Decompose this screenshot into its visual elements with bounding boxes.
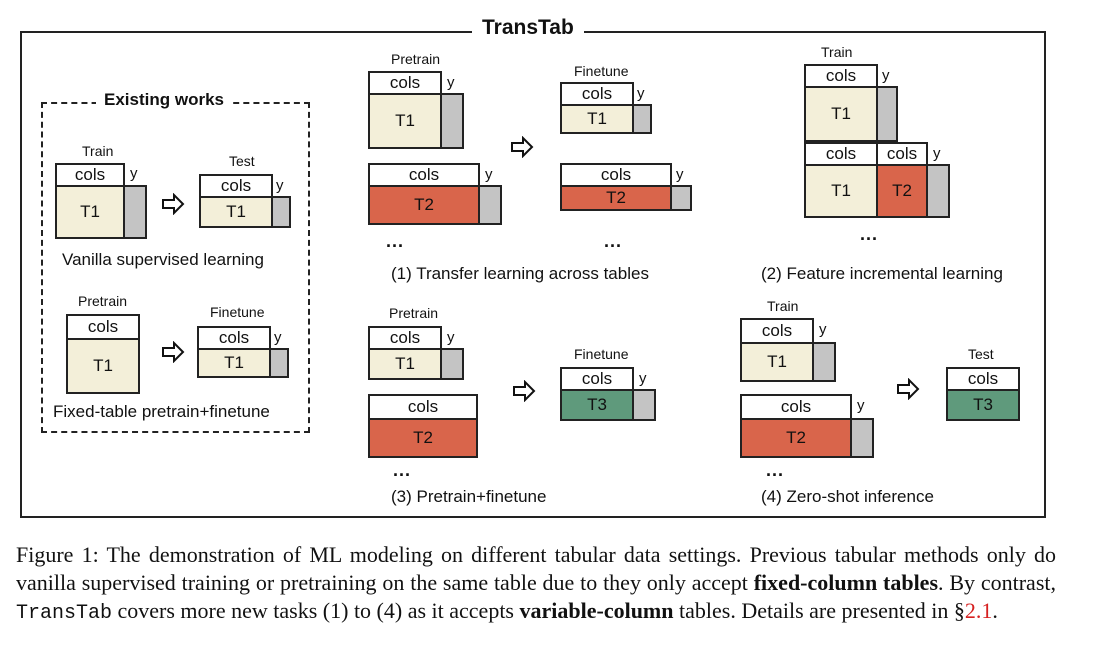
fixed-finetune-y: y (274, 329, 282, 346)
task1-pretrain-y: y (447, 74, 455, 91)
caption-mid1: . By contrast, (938, 570, 1056, 595)
task4-train-cols: cols (740, 318, 814, 344)
fixed-finetune-y-column (269, 348, 289, 378)
caption-bold-variable-column: variable-column (519, 598, 674, 623)
task1-pretrain-y-column (440, 93, 464, 149)
caption-mid2: covers more new tasks (1) to (4) as it a… (112, 598, 520, 623)
task2-train-label: Train (821, 44, 853, 60)
task2-inc-t2: T2 (876, 164, 928, 218)
task3-pretrain-y: y (447, 329, 455, 346)
fixed-finetune-t1: T1 (197, 348, 271, 378)
task1-pretrain2-cols: cols (368, 163, 480, 187)
task1-pretrain2-y-column (478, 185, 502, 225)
task1-pretrain-t1: T1 (368, 93, 442, 149)
task1-finetune-t1: T1 (560, 104, 634, 134)
task1-finetune-label: Finetune (574, 63, 629, 79)
task1-finetune2-y: y (676, 166, 684, 183)
task1-finetune2-y-column (670, 185, 692, 211)
task2-train-y: y (882, 67, 890, 84)
task3-finetune-label: Finetune (574, 346, 629, 362)
task3-pretrain2-cols: cols (368, 394, 478, 420)
vanilla-test-cols: cols (199, 174, 273, 198)
task1-finetune2-cols: cols (560, 163, 672, 187)
task1-finetune-y: y (637, 85, 645, 102)
task3-finetune-cols: cols (560, 367, 634, 391)
vanilla-train-y: y (130, 165, 138, 182)
section-ref-link[interactable]: 2.1 (964, 598, 993, 623)
task4-train2-cols: cols (740, 394, 852, 420)
task4-train2-y: y (857, 397, 865, 414)
fixed-finetune-cols: cols (197, 326, 271, 350)
task4-train-t1: T1 (740, 342, 814, 382)
task2-train-y-column (876, 86, 898, 142)
task4-dots: ... (766, 460, 785, 480)
task3-pretrain-label: Pretrain (389, 305, 439, 321)
existing-works-title: Existing works (96, 89, 232, 111)
task1-finetune-cols: cols (560, 82, 634, 106)
right-arrow-icon (162, 341, 185, 363)
task4-train-y-column (812, 342, 836, 382)
transtab-title: TransTab (472, 16, 584, 40)
caption-fixed: Fixed-table pretrain+finetune (53, 402, 270, 421)
task1-dots-left: ... (386, 231, 405, 251)
vanilla-test-label: Test (229, 153, 255, 169)
task3-pretrain-cols: cols (368, 326, 442, 350)
task2-train-t1: T1 (804, 86, 878, 142)
vanilla-test-t1: T1 (199, 196, 273, 228)
caption-bold-fixed-column: fixed-column tables (753, 570, 939, 595)
task1-pretrain-cols: cols (368, 71, 442, 95)
task3-pretrain-y-column (440, 348, 464, 380)
vanilla-test-y-column (271, 196, 291, 228)
task4-train2-y-column (850, 418, 874, 458)
task1-finetune-y-column (632, 104, 652, 134)
task1-pretrain-label: Pretrain (391, 51, 441, 67)
task2-inc-y: y (933, 145, 941, 162)
right-arrow-icon (511, 136, 534, 158)
caption-transtab-mono: TransTab (16, 602, 113, 625)
caption-task3: (3) Pretrain+finetune (391, 487, 547, 506)
vanilla-train-label: Train (82, 143, 114, 159)
task2-inc-y-column (926, 164, 950, 218)
task2-inc-cols-1: cols (804, 142, 878, 166)
vanilla-train-t1: T1 (55, 185, 125, 239)
vanilla-test-y: y (276, 177, 284, 194)
task4-train-y: y (819, 321, 827, 338)
task3-finetune-y-column (632, 389, 656, 421)
caption-task4: (4) Zero-shot inference (761, 487, 934, 506)
fixed-pretrain-label: Pretrain (78, 293, 128, 309)
fixed-pretrain-cols: cols (66, 314, 140, 340)
task1-pretrain2-y: y (485, 166, 493, 183)
task4-train2-t2: T2 (740, 418, 852, 458)
right-arrow-icon (897, 378, 920, 400)
caption-mid3: tables. Details are presented in § (673, 598, 965, 623)
task1-pretrain2-t2: T2 (368, 185, 480, 225)
caption-task2: (2) Feature incremental learning (761, 264, 1003, 283)
task4-train-label: Train (767, 298, 799, 314)
caption-task1: (1) Transfer learning across tables (391, 264, 649, 283)
task1-finetune2-t2: T2 (560, 185, 672, 211)
vanilla-train-y-column (123, 185, 147, 239)
task4-test-cols: cols (946, 367, 1020, 391)
caption-vanilla: Vanilla supervised learning (62, 250, 264, 269)
task4-test-t3: T3 (946, 389, 1020, 421)
task4-test-label: Test (968, 346, 994, 362)
figure-caption: Figure 1: The demonstration of ML modeli… (16, 541, 1056, 628)
fixed-finetune-label: Finetune (210, 304, 265, 320)
caption-suffix: . (992, 598, 998, 623)
right-arrow-icon (513, 380, 536, 402)
caption-prefix: Figure 1: The demonstration of ML modeli… (16, 542, 1056, 595)
task3-pretrain-t1: T1 (368, 348, 442, 380)
fixed-pretrain-t1: T1 (66, 338, 140, 394)
task3-pretrain2-t2: T2 (368, 418, 478, 458)
task3-dots: ... (393, 460, 412, 480)
task3-finetune-t3: T3 (560, 389, 634, 421)
task2-dots: ... (860, 224, 879, 244)
task3-finetune-y: y (639, 370, 647, 387)
vanilla-train-cols: cols (55, 163, 125, 187)
task2-inc-cols-2: cols (876, 142, 928, 166)
right-arrow-icon (162, 193, 185, 215)
task2-inc-t1: T1 (804, 164, 878, 218)
task2-train-cols: cols (804, 64, 878, 88)
task1-dots-right: ... (604, 231, 623, 251)
